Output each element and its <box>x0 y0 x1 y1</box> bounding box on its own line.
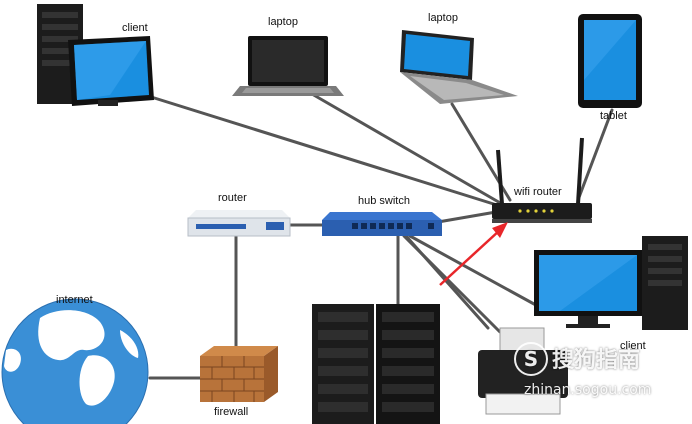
cable-hub-extra <box>404 234 490 330</box>
server-rack-icon <box>376 304 440 424</box>
cable-hub-switch-to-wifi-router <box>436 210 498 224</box>
router-device <box>187 210 291 237</box>
internet-device <box>1 298 149 424</box>
label-laptop-left: laptop <box>268 16 298 28</box>
cable-hub-to-client-right <box>408 234 536 306</box>
router-icon <box>187 210 291 237</box>
label-internet: internet <box>56 294 93 306</box>
label-client-top: client <box>122 22 148 34</box>
tablet-device <box>578 14 642 108</box>
desktop-tower-icon <box>642 236 688 330</box>
wifi-router-icon <box>492 137 592 223</box>
label-client-right: client <box>620 340 646 352</box>
label-tablet: tablet <box>600 110 627 122</box>
label-firewall: firewall <box>214 406 249 418</box>
server-rack-device <box>312 304 440 424</box>
client-right-device <box>534 236 688 330</box>
watermark-url: zhinan.sogou.com <box>524 382 652 398</box>
wifi-router-device <box>492 137 592 223</box>
watermark-brand: 搜狗指南 <box>552 348 641 373</box>
monitor-icon <box>534 250 642 328</box>
client-top-device <box>37 4 154 106</box>
cables <box>146 92 614 380</box>
tablet-icon <box>578 14 642 108</box>
hub-switch-device <box>322 212 442 236</box>
label-laptop-right: laptop <box>428 12 458 24</box>
sogou-logo-icon: S <box>514 342 548 376</box>
label-wifi-router: wifi router <box>514 186 562 198</box>
laptop-right-device <box>400 30 518 104</box>
server-rack-icon <box>312 304 374 424</box>
laptop-left-device <box>232 36 344 96</box>
cable-client-to-wifi-router <box>146 94 502 208</box>
firewall-device <box>200 346 278 402</box>
laptop-icon <box>232 36 344 96</box>
globe-icon <box>1 298 149 424</box>
hub-switch-icon <box>322 212 442 236</box>
firewall-icon <box>200 346 278 402</box>
cable-tablet-to-wifi-router <box>576 108 614 202</box>
highlight-arrow <box>439 222 508 286</box>
laptop-icon <box>400 30 518 104</box>
cable-laptop-to-wifi-router <box>310 92 504 206</box>
label-router: router <box>218 192 247 204</box>
monitor-icon <box>68 36 154 106</box>
label-hub-switch: hub switch <box>358 195 410 207</box>
